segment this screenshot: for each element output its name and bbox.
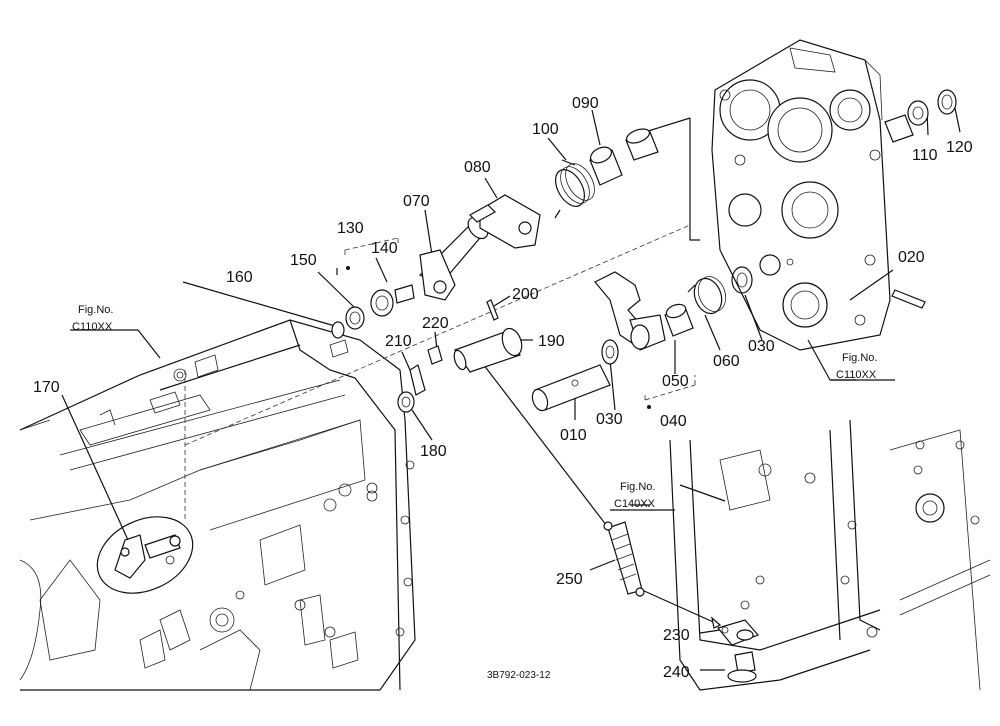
label-240: 240: [663, 664, 690, 681]
drawing-code: 3B792-023-12: [487, 670, 551, 681]
label-190: 190: [538, 333, 565, 350]
figref-left: Fig.No. C110XX: [72, 304, 113, 333]
part-220-bolt: [427, 345, 443, 365]
label-020: 020: [898, 249, 925, 266]
part-140-bushing: [370, 284, 415, 317]
part-180-seal: [397, 391, 415, 413]
part-160-circlip: [331, 321, 345, 339]
label-230: 230: [663, 627, 690, 644]
part-080-bracket: [469, 194, 541, 249]
part-060-spring: [687, 276, 727, 315]
figref-left-line2: C110XX: [72, 321, 113, 333]
label-030-b: 030: [748, 338, 775, 355]
label-150: 150: [290, 252, 317, 269]
part-040-fork: [594, 271, 696, 409]
label-180: 180: [420, 443, 447, 460]
figref-bottom: Fig.No. C140XX: [610, 481, 675, 511]
part-150-ring: [345, 306, 365, 330]
part-230-plate: [716, 619, 760, 646]
part-200-pin: [486, 299, 499, 321]
figref-right-line1: Fig.No.: [842, 352, 877, 364]
figref-right: Fig.No. C110XX: [830, 352, 895, 381]
label-050: 050: [662, 373, 689, 390]
part-020-pin: [891, 289, 926, 309]
label-040: 040: [660, 413, 687, 430]
label-160: 160: [226, 269, 253, 286]
part-050-bushing: [664, 303, 694, 337]
part-010-shaft: [531, 364, 611, 412]
transmission-case-left: [19, 319, 416, 691]
label-100: 100: [532, 121, 559, 138]
part-number-labels: 010 020 030 030 040 050 060 070 080 090 …: [33, 95, 973, 681]
figref-bottom-line2: C140XX: [614, 498, 656, 510]
label-030-a: 030: [596, 411, 623, 428]
label-070: 070: [403, 193, 430, 210]
part-120-ring: [937, 89, 957, 115]
part-250-spring: [603, 521, 645, 597]
figref-right-line2: C110XX: [836, 369, 877, 381]
label-010: 010: [560, 427, 587, 444]
label-080: 080: [464, 159, 491, 176]
part-170-linkage: [96, 516, 194, 594]
label-110: 110: [912, 147, 938, 164]
part-110-bushing: [884, 100, 929, 143]
label-130: 130: [337, 220, 364, 237]
label-140: 140: [371, 240, 398, 257]
assembly-axis: [184, 117, 722, 629]
frame-bottom-right: [669, 419, 991, 691]
label-210: 210: [385, 333, 412, 350]
label-120: 120: [946, 139, 973, 156]
part-090-bushing: [589, 128, 659, 186]
part-070-shaft-arm: [418, 216, 489, 301]
figref-bottom-line1: Fig.No.: [620, 481, 655, 493]
label-170: 170: [33, 379, 60, 396]
label-200: 200: [512, 286, 539, 303]
part-100-spring: [554, 159, 595, 219]
part-210-plate: [409, 364, 426, 396]
part-240-bolt: [727, 651, 757, 683]
leader-lines: [61, 107, 961, 671]
label-090: 090: [572, 95, 599, 112]
label-220: 220: [422, 315, 449, 332]
label-060: 060: [713, 353, 740, 370]
part-190-lever: [453, 327, 523, 373]
housing-right: [711, 39, 891, 351]
figref-left-line1: Fig.No.: [78, 304, 113, 316]
label-250: 250: [556, 571, 583, 588]
part-030-washer-a: [601, 339, 619, 365]
part-130-bracket: [336, 237, 399, 275]
